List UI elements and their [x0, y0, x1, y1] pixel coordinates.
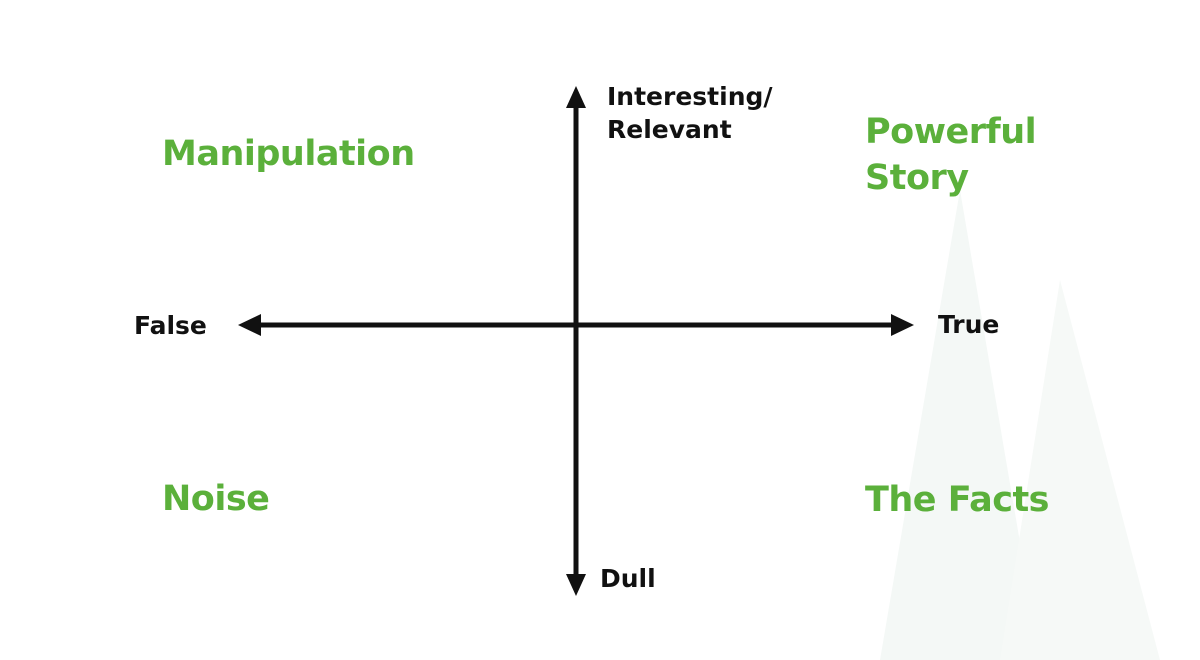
axis-label-false: False — [134, 311, 207, 340]
quadrant-label-line: The Facts — [865, 480, 1050, 520]
quadrant-label-powerful-story: Powerful Story — [865, 109, 1037, 201]
watermark-peak-left — [880, 190, 1040, 660]
quadrant-label-manipulation: Manipulation — [162, 131, 415, 177]
watermark-peak-right — [1000, 280, 1160, 660]
quadrant-label-the-facts: The Facts — [865, 477, 1050, 523]
arrow-right-icon — [891, 314, 914, 336]
axis-label-interesting-relevant: Interesting/ Relevant — [607, 80, 773, 146]
quadrant-label-line: Story — [865, 158, 969, 198]
quadrant-label-line: Powerful — [865, 112, 1037, 152]
quadrant-label-line: Manipulation — [162, 134, 415, 174]
quadrant-label-line: Noise — [162, 479, 270, 519]
arrow-down-icon — [566, 574, 586, 596]
axis-label-line: Relevant — [607, 115, 732, 144]
arrow-up-icon — [566, 86, 586, 108]
axis-label-true: True — [938, 310, 1000, 339]
quadrant-label-noise: Noise — [162, 476, 270, 522]
axis-label-line: Interesting/ — [607, 82, 773, 111]
arrow-left-icon — [238, 314, 261, 336]
axis-label-dull: Dull — [600, 564, 656, 593]
